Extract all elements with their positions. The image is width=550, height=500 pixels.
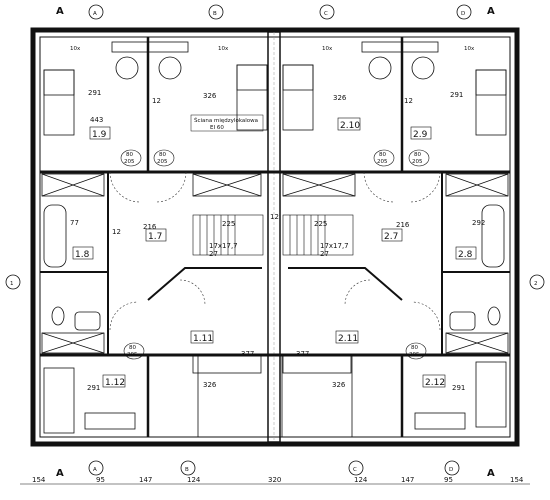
room-label: 1.12 <box>105 378 125 388</box>
svg-text:17x17,7: 17x17,7 <box>209 242 238 250</box>
svg-text:12: 12 <box>152 97 161 105</box>
svg-text:80: 80 <box>379 152 386 158</box>
svg-text:205: 205 <box>124 159 135 165</box>
svg-text:291: 291 <box>450 91 463 99</box>
svg-text:A: A <box>487 468 495 479</box>
room-label: 1.9 <box>92 130 107 140</box>
svg-text:326: 326 <box>203 381 217 389</box>
room-label: 2.12 <box>425 378 445 388</box>
svg-text:95: 95 <box>96 476 105 484</box>
room-label: 1.8 <box>75 250 90 260</box>
svg-text:291: 291 <box>452 384 465 392</box>
svg-text:10x: 10x <box>322 46 333 52</box>
svg-text:225: 225 <box>222 220 235 228</box>
svg-text:147: 147 <box>401 476 414 484</box>
svg-text:10x: 10x <box>70 46 81 52</box>
svg-text:326: 326 <box>333 94 347 102</box>
svg-text:147: 147 <box>139 476 152 484</box>
svg-text:95: 95 <box>444 476 453 484</box>
axis-mark-bottom: B <box>185 467 189 473</box>
wall-note: Ściana międzylokalowa EI 60 <box>190 114 264 132</box>
svg-text:80: 80 <box>414 152 421 158</box>
axis-mark-top: B <box>213 11 217 17</box>
axis-mark-top: A <box>93 11 97 17</box>
svg-text:291: 291 <box>87 384 100 392</box>
room-label: 2.10 <box>340 121 360 131</box>
svg-text:326: 326 <box>332 381 346 389</box>
svg-text:80: 80 <box>159 152 166 158</box>
room-labels: 1.9 2.10 2.9 1.7 2.7 1.8 2.8 1.11 2.11 1… <box>72 117 477 388</box>
svg-text:205: 205 <box>412 159 423 165</box>
inner-wall-outline <box>39 36 511 438</box>
svg-text:205: 205 <box>127 352 138 358</box>
svg-text:377: 377 <box>296 350 309 358</box>
svg-text:27: 27 <box>320 250 329 258</box>
chairs <box>84 41 466 430</box>
axis-mark-top: D <box>461 11 465 17</box>
svg-text:12: 12 <box>404 97 413 105</box>
svg-text:216: 216 <box>396 221 410 229</box>
svg-text:12: 12 <box>270 213 279 221</box>
svg-text:A: A <box>487 6 495 17</box>
svg-text:154: 154 <box>510 476 524 484</box>
beds <box>43 64 507 438</box>
svg-text:EI 60: EI 60 <box>210 125 224 131</box>
svg-text:205: 205 <box>157 159 168 165</box>
svg-text:12: 12 <box>112 228 121 236</box>
small-labels: 10x 10x 10x 10x <box>70 46 475 52</box>
svg-text:A: A <box>56 6 64 17</box>
room-label: 1.7 <box>148 232 162 242</box>
svg-text:291: 291 <box>88 89 101 97</box>
svg-text:124: 124 <box>354 476 368 484</box>
svg-text:216: 216 <box>143 223 157 231</box>
sanitary <box>43 204 505 331</box>
svg-text:377: 377 <box>241 350 254 358</box>
svg-text:27: 27 <box>209 250 218 258</box>
room-label: 2.11 <box>338 334 358 344</box>
dimensions: 291 326 326 291 216 216 77 292 225 225 1… <box>70 89 485 392</box>
axis-mark-side: 2 <box>534 281 538 287</box>
svg-text:205: 205 <box>377 159 388 165</box>
svg-text:80: 80 <box>411 345 418 351</box>
svg-text:154: 154 <box>32 476 46 484</box>
svg-text:10x: 10x <box>464 46 475 52</box>
room-label: 2.9 <box>413 130 428 140</box>
svg-text:205: 205 <box>409 352 420 358</box>
axis-mark-bottom: A <box>93 467 97 473</box>
room-label: 2.8 <box>458 250 473 260</box>
svg-text:292: 292 <box>472 219 485 227</box>
svg-text:A: A <box>56 468 64 479</box>
door-swings <box>109 171 441 331</box>
room-label: 2.7 <box>384 232 398 242</box>
svg-text:80: 80 <box>126 152 133 158</box>
svg-text:443: 443 <box>90 116 103 124</box>
axis-marks-top <box>5 4 545 476</box>
svg-text:10x: 10x <box>218 46 229 52</box>
outer-wall <box>30 27 520 447</box>
svg-text:225: 225 <box>314 220 327 228</box>
svg-text:Ściana międzylokalowa: Ściana międzylokalowa <box>194 117 258 124</box>
room-label: 1.11 <box>193 334 213 344</box>
svg-text:77: 77 <box>70 219 79 227</box>
svg-text:124: 124 <box>187 476 201 484</box>
bottom-dimensions: 154 95 147 124 320 124 147 95 154 <box>32 476 524 484</box>
svg-text:17x17,7: 17x17,7 <box>320 242 349 250</box>
axis-mark-bottom: C <box>353 467 357 473</box>
axis-mark-top: C <box>324 11 328 17</box>
axis-mark-bottom: D <box>449 467 453 473</box>
svg-text:80: 80 <box>129 345 136 351</box>
section-markers: A A A A <box>56 6 495 479</box>
stairs <box>192 214 354 256</box>
wardrobes <box>41 173 509 374</box>
axis-mark-side: 1 <box>10 281 14 287</box>
svg-text:326: 326 <box>203 92 217 100</box>
svg-text:320: 320 <box>268 476 281 484</box>
